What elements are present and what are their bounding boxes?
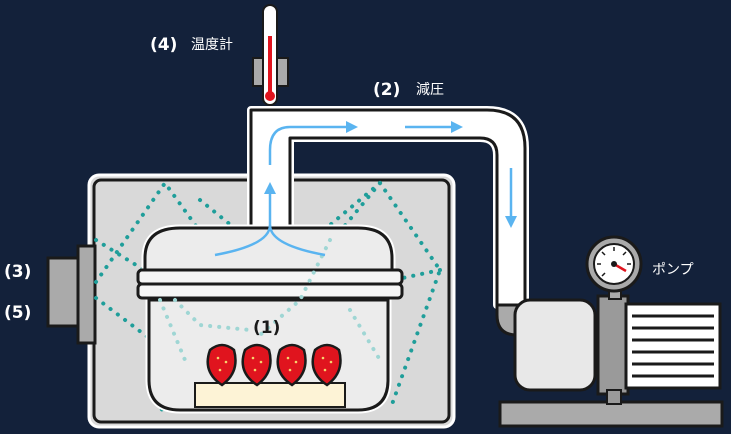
label-pump-text: ポンプ <box>652 262 694 278</box>
label-2-number: (2) <box>373 80 400 100</box>
microwave-field-inner <box>158 238 382 362</box>
magnetron-icon <box>46 244 97 345</box>
label-3-number: (3) <box>4 262 31 282</box>
flow-arrows <box>214 125 513 257</box>
label-2-text: 減圧 <box>416 81 444 98</box>
thermometer-icon <box>262 4 278 106</box>
label-5-number: (5) <box>4 303 31 323</box>
label-4-text: 温度計 <box>191 37 233 53</box>
label-1-number: (1) <box>253 318 280 338</box>
strawberry-seeds <box>216 356 333 372</box>
pressure-gauge-icon <box>585 235 643 293</box>
vacuum-pump-icon <box>495 284 724 428</box>
label-4-number: (4) <box>150 35 177 55</box>
flow-arrowheads <box>264 121 517 228</box>
strawberry-icon <box>206 343 342 387</box>
tray <box>194 382 346 408</box>
